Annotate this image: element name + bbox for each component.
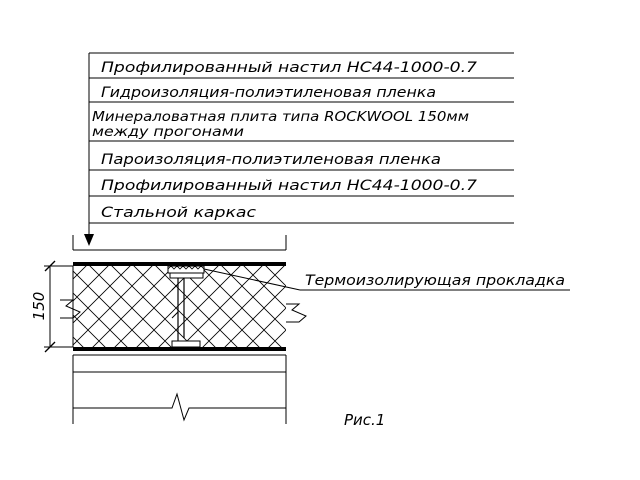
left-break-symbol <box>60 299 81 319</box>
callout-text: Минераловатная плита типа ROCKWOOL 150мм <box>92 110 469 125</box>
callout-arrow-icon <box>84 234 94 246</box>
vapour-barrier-film <box>73 347 286 351</box>
annotation-label: Термоизолирующая прокладка <box>305 273 565 289</box>
callout-text: Гидроизоляция-полиэтиленовая пленка <box>101 85 436 101</box>
dimension: 150 <box>30 260 73 353</box>
figure-caption: Рис.1 <box>344 411 385 429</box>
callout-text: Профилированный настил НС44-1000-0.7 <box>101 178 478 194</box>
wall-section <box>60 235 307 424</box>
right-break-symbol <box>286 303 307 323</box>
callout-table: Профилированный настил НС44-1000-0.7 Гид… <box>84 52 514 246</box>
thermal-pad-annotation: Термоизолирующая прокладка <box>203 268 570 291</box>
waterproof-film <box>73 262 286 266</box>
dimension-value: 150 <box>30 292 48 321</box>
annotation-leader-line <box>203 268 301 291</box>
purlin-web <box>177 278 185 341</box>
dimension-tick <box>44 260 56 272</box>
callout-text: Стальной каркас <box>101 205 256 221</box>
callout-text: Профилированный настил НС44-1000-0.7 <box>101 60 478 76</box>
callout-text: между прогонами <box>92 125 244 140</box>
callout-text: Пароизоляция-полиэтиленовая пленка <box>101 152 441 168</box>
steel-purlin <box>167 265 205 348</box>
dimension-tick <box>44 341 56 353</box>
bottom-break-line <box>73 392 286 422</box>
